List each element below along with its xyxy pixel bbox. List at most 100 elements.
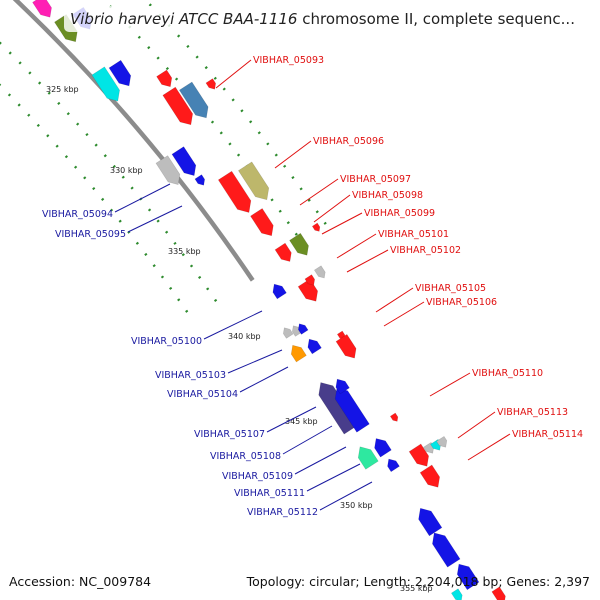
gene-label-reverse[interactable]: VIBHAR_05107 <box>194 429 265 440</box>
gene-arrow[interactable] <box>450 588 464 600</box>
gene-arrow[interactable] <box>313 265 327 280</box>
gene-label-forward[interactable]: VIBHAR_05097 <box>340 174 411 185</box>
gene-arrow[interactable] <box>414 504 443 537</box>
tick-label: 335 kbp <box>168 247 201 256</box>
gene-arrow[interactable] <box>333 376 350 395</box>
gene-label-forward[interactable]: VIBHAR_05093 <box>253 55 324 66</box>
gene-leader-line <box>306 463 361 492</box>
gene-leader-line <box>467 433 511 461</box>
gene-leader-line <box>319 481 373 511</box>
gene-arrow[interactable] <box>108 59 135 89</box>
gene-label-reverse[interactable]: VIBHAR_05112 <box>247 507 318 518</box>
title-rest: chromosome II, complete sequenc... <box>297 10 575 28</box>
gene-arrow[interactable] <box>385 456 400 473</box>
tick-label: 340 kbp <box>228 332 261 341</box>
gene-label-reverse[interactable]: VIBHAR_05095 <box>55 229 126 240</box>
map-title: Vibrio harveyi ATCC BAA-1116 chromosome … <box>70 10 575 28</box>
organism-name: Vibrio harveyi ATCC BAA-1116 <box>70 10 298 28</box>
gene-arrow[interactable] <box>91 66 124 105</box>
gene-label-forward[interactable]: VIBHAR_05099 <box>364 208 435 219</box>
gene-leader-line <box>294 446 347 475</box>
gene-arrow[interactable] <box>419 464 444 491</box>
gene-leader-line <box>336 233 377 259</box>
gene-arrow[interactable] <box>428 529 461 568</box>
gene-leader-line <box>313 194 351 223</box>
gene-arrow[interactable] <box>311 222 321 233</box>
genome-summary-text: Topology: circular; Length: 2,204,018 bp… <box>246 574 590 589</box>
gene-arrow[interactable] <box>274 242 295 265</box>
gene-arrow[interactable] <box>288 342 307 363</box>
gene-leader-line <box>375 287 414 313</box>
gene-arrow[interactable] <box>237 161 273 204</box>
gene-label-forward[interactable]: VIBHAR_05102 <box>390 245 461 256</box>
gene-arrow[interactable] <box>389 412 399 423</box>
gene-arrow[interactable] <box>281 326 294 339</box>
gene-leader-line <box>203 310 263 340</box>
tick-dot-row <box>143 0 330 230</box>
gene-leader-line <box>127 205 183 233</box>
gene-arrow[interactable] <box>436 435 450 449</box>
gene-arrow[interactable] <box>270 281 287 300</box>
gene-arrow[interactable] <box>335 333 360 361</box>
gene-leader-line <box>321 212 363 235</box>
gene-label-forward[interactable]: VIBHAR_05106 <box>426 297 497 308</box>
gene-leader-line <box>282 425 333 455</box>
title-bar: Vibrio harveyi ATCC BAA-1116 chromosome … <box>64 6 596 32</box>
gene-label-forward[interactable]: VIBHAR_05101 <box>378 229 449 240</box>
gene-arrow[interactable] <box>354 443 379 470</box>
gene-arrow[interactable] <box>296 322 309 335</box>
tick-label: 330 kbp <box>110 166 143 175</box>
gene-leader-line <box>215 59 252 89</box>
gene-label-forward[interactable]: VIBHAR_05110 <box>472 368 543 379</box>
accession-text: Accession: NC_009784 <box>9 574 152 589</box>
gene-arrow[interactable] <box>205 78 218 92</box>
gene-arrow[interactable] <box>155 155 184 189</box>
gene-label-reverse[interactable]: VIBHAR_05104 <box>167 389 238 400</box>
gene-labels: VIBHAR_05093VIBHAR_05096VIBHAR_05097VIBH… <box>42 55 583 518</box>
gene-leader-line <box>274 140 312 169</box>
gene-label-reverse[interactable]: VIBHAR_05108 <box>210 451 281 462</box>
gene-leader-line <box>299 178 339 206</box>
gene-label-forward[interactable]: VIBHAR_05114 <box>512 429 583 440</box>
gene-label-reverse[interactable]: VIBHAR_05111 <box>234 488 305 499</box>
gene-arrow[interactable] <box>178 81 212 122</box>
gene-arrow[interactable] <box>194 174 207 188</box>
gene-arrow[interactable] <box>171 146 200 180</box>
gene-arrow[interactable] <box>331 384 370 433</box>
gene-arrow[interactable] <box>156 69 176 90</box>
gene-arrow[interactable] <box>32 0 56 21</box>
gene-leader-line <box>429 372 471 397</box>
gene-arrow[interactable] <box>289 232 313 259</box>
gene-arrow[interactable] <box>408 443 433 470</box>
gene-arrow[interactable] <box>305 336 322 355</box>
gene-leader-line <box>346 249 389 273</box>
gene-leader-line <box>227 349 283 374</box>
gene-leader-line <box>383 301 425 327</box>
gene-label-forward[interactable]: VIBHAR_05113 <box>497 407 568 418</box>
gene-arrow[interactable] <box>453 560 480 591</box>
kbp-ticks: 325 kbp 330 kbp 335 kbp 340 kbp 345 kbp 350 k… <box>46 85 433 593</box>
gene-label-forward[interactable]: VIBHAR_05105 <box>415 283 486 294</box>
gene-arrow[interactable] <box>491 586 508 600</box>
gene-arrow[interactable] <box>162 86 197 129</box>
gene-label-reverse[interactable]: VIBHAR_05094 <box>42 209 113 220</box>
gene-label-forward[interactable]: VIBHAR_05098 <box>352 190 423 201</box>
gene-label-forward[interactable]: VIBHAR_05096 <box>313 136 384 147</box>
gene-label-reverse[interactable]: VIBHAR_05103 <box>155 370 226 381</box>
gene-leader-line <box>457 411 496 439</box>
chromosome-backbone <box>12 0 255 282</box>
tick-label: 355 kbp <box>400 584 433 593</box>
tick-label: 350 kbp <box>340 501 373 510</box>
gene-label-reverse[interactable]: VIBHAR_05100 <box>131 336 202 347</box>
gene-leader-line <box>266 406 317 433</box>
gene-arrow[interactable] <box>217 170 255 217</box>
gene-label-reverse[interactable]: VIBHAR_05109 <box>222 471 293 482</box>
tick-label: 325 kbp <box>46 85 79 94</box>
tick-label: 345 kbp <box>285 417 318 426</box>
gene-leader-line <box>239 366 289 393</box>
gene-arrow[interactable] <box>304 274 317 288</box>
gene-arrow[interactable] <box>371 435 392 458</box>
gene-leader-line <box>114 183 171 213</box>
gene-arrow[interactable] <box>250 208 278 239</box>
